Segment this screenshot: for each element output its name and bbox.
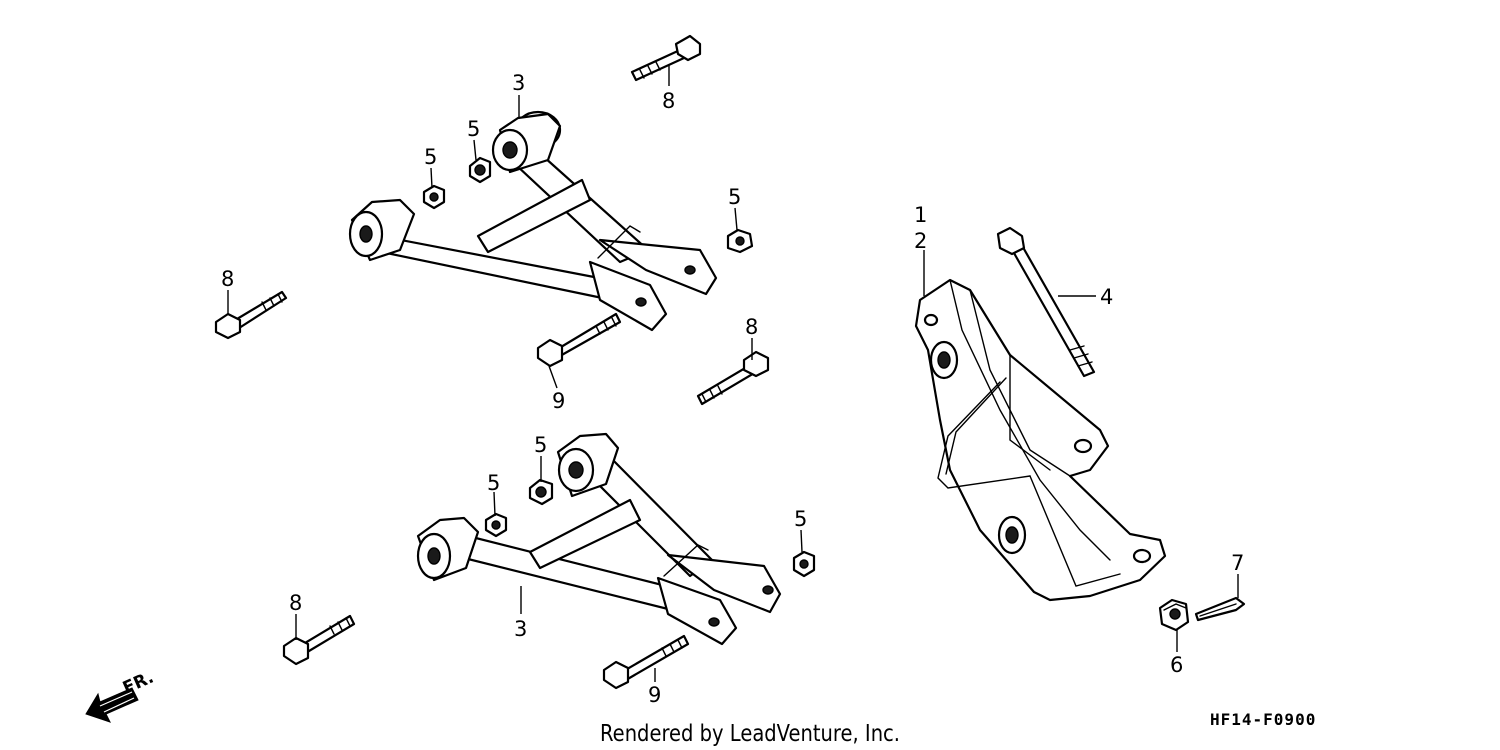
bolt-9-upper bbox=[536, 312, 622, 368]
callout-5-f: 5 bbox=[794, 507, 807, 531]
callout-leaders bbox=[227, 64, 1239, 682]
bolt-9-lower bbox=[602, 634, 690, 690]
callout-7: 7 bbox=[1231, 551, 1244, 575]
nut-5-d bbox=[528, 478, 554, 506]
callout-5-e: 5 bbox=[487, 471, 500, 495]
nut-5-f bbox=[792, 550, 816, 578]
castle-nut-6 bbox=[1158, 598, 1190, 632]
nut-5-a bbox=[422, 184, 446, 210]
front-direction-arrow: FR. bbox=[85, 667, 157, 723]
suspension-frame-bracket bbox=[914, 278, 1167, 602]
callout-8-middle: 8 bbox=[745, 315, 758, 339]
bolt-8-left bbox=[214, 290, 288, 340]
bolt-8-bottom bbox=[282, 614, 356, 666]
callout-9-lower: 9 bbox=[648, 683, 661, 707]
upper-suspension-arm bbox=[348, 110, 718, 332]
callout-2: 2 bbox=[914, 229, 927, 253]
callout-4: 4 bbox=[1100, 285, 1113, 309]
callout-8-bottom: 8 bbox=[289, 591, 302, 615]
lower-suspension-arm bbox=[416, 432, 782, 646]
callout-3-lower: 3 bbox=[514, 617, 527, 641]
callout-3-upper: 3 bbox=[512, 71, 525, 95]
bolt-8-middle bbox=[696, 350, 770, 406]
callout-8-left: 8 bbox=[221, 267, 234, 291]
callout-9-upper: 9 bbox=[552, 389, 565, 413]
drawing-code: HF14-F0900 bbox=[1210, 710, 1316, 729]
render-credit: Rendered by LeadVenture, Inc. bbox=[600, 721, 900, 747]
front-direction-label: FR. bbox=[120, 667, 157, 698]
callout-8-top: 8 bbox=[662, 89, 675, 113]
nut-5-e bbox=[484, 512, 508, 538]
nut-5-c bbox=[726, 228, 754, 254]
callout-5-d: 5 bbox=[534, 433, 547, 457]
callout-1: 1 bbox=[914, 203, 927, 227]
callout-5-b: 5 bbox=[467, 117, 480, 141]
callout-5-a: 5 bbox=[424, 145, 437, 169]
bolt-8-top bbox=[630, 34, 702, 82]
callout-5-c: 5 bbox=[728, 185, 741, 209]
nut-5-b bbox=[468, 156, 492, 184]
callout-6: 6 bbox=[1170, 653, 1183, 677]
cotter-pin-7 bbox=[1194, 596, 1246, 622]
long-bolt bbox=[996, 226, 1096, 378]
